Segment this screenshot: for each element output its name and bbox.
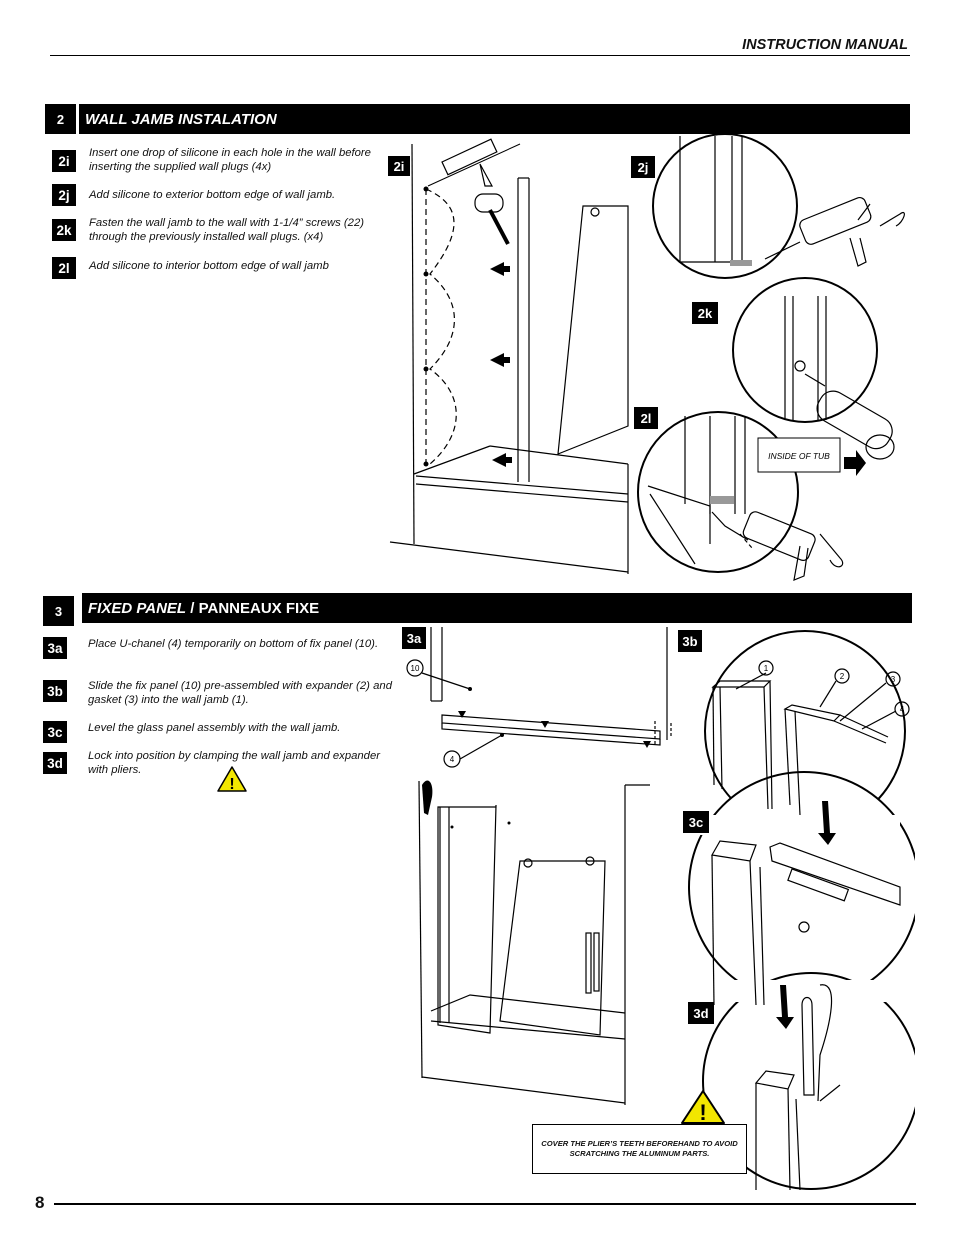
step-3b-text: Slide the fix panel (10) pre-assembled w… bbox=[88, 680, 392, 706]
step-3a-badge: 3a bbox=[43, 637, 67, 659]
step-2l-text: Add silicone to interior bottom edge of … bbox=[89, 260, 329, 272]
figure-3d-label: 3d bbox=[693, 1006, 708, 1021]
section-3-title-fr: PANNEAUX FIXE bbox=[198, 599, 320, 617]
step-2k-text: Fasten the wall jamb to the wall with 1-… bbox=[89, 217, 364, 243]
step-3a-text: Place U-chanel (4) temporarily on bottom… bbox=[88, 638, 379, 650]
part-3-label: 3 bbox=[891, 675, 896, 684]
step-2l-badge: 2l bbox=[52, 257, 76, 279]
manual-title: INSTRUCTION MANUAL bbox=[742, 37, 908, 53]
figure-3c-label: 3c bbox=[689, 815, 703, 830]
page-number: 8 bbox=[35, 1193, 45, 1212]
step-3d-badge: 3d bbox=[43, 752, 67, 774]
part-2-label: 2 bbox=[840, 672, 845, 681]
footer-rule bbox=[54, 1203, 916, 1205]
warning-note: COVER THE PLIER’S TEETH BEFOREHAND TO AV… bbox=[532, 1124, 747, 1174]
section-2-number: 2 bbox=[45, 104, 76, 134]
fixed-panel-illustration: 10 4 3a bbox=[402, 627, 915, 1190]
svg-text:!: ! bbox=[229, 776, 234, 793]
section-2-title: WALL JAMB INSTALATION bbox=[79, 104, 910, 134]
warning-icon: ! bbox=[217, 766, 247, 793]
part-4b-label: 4 bbox=[900, 705, 905, 714]
section-3-number: 3 bbox=[43, 596, 74, 626]
section-3-title: FIXED PANEL / PANNEAUX FIXE bbox=[82, 593, 912, 623]
step-3c-badge: 3c bbox=[43, 721, 67, 743]
step-3d-text: Lock into position by clamping the wall … bbox=[88, 750, 381, 776]
figure-3b-label: 3b bbox=[682, 634, 697, 649]
figure-2l-label: 2l bbox=[641, 411, 652, 426]
step-3c-text: Level the glass panel assembly with the … bbox=[88, 722, 341, 734]
step-2i-text: Insert one drop of silicone in each hole… bbox=[89, 147, 371, 173]
figure-2i-label: 2i bbox=[394, 159, 405, 174]
step-2i-badge: 2i bbox=[52, 150, 76, 172]
part-10-label: 10 bbox=[411, 664, 420, 673]
wall-jamb-illustration: 2i 2j 2k bbox=[388, 134, 905, 581]
step-3b-badge: 3b bbox=[43, 680, 67, 702]
part-4-label: 4 bbox=[450, 755, 455, 764]
section-3-title-italic: FIXED PANEL bbox=[88, 599, 187, 617]
figure-2j-label: 2j bbox=[638, 160, 649, 175]
header-rule bbox=[50, 55, 910, 56]
step-2j-badge: 2j bbox=[52, 184, 76, 206]
step-2k-badge: 2k bbox=[52, 219, 76, 241]
inside-of-tub-callout: INSIDE OF TUB bbox=[768, 451, 830, 461]
figure-3a-label: 3a bbox=[407, 631, 422, 646]
part-1-label: 1 bbox=[764, 664, 769, 673]
step-2j-text: Add silicone to exterior bottom edge of … bbox=[89, 189, 336, 201]
figure-2k-label: 2k bbox=[698, 306, 713, 321]
section-3-title-sep: / bbox=[186, 599, 199, 617]
large-warning-icon: ! bbox=[699, 1100, 706, 1125]
